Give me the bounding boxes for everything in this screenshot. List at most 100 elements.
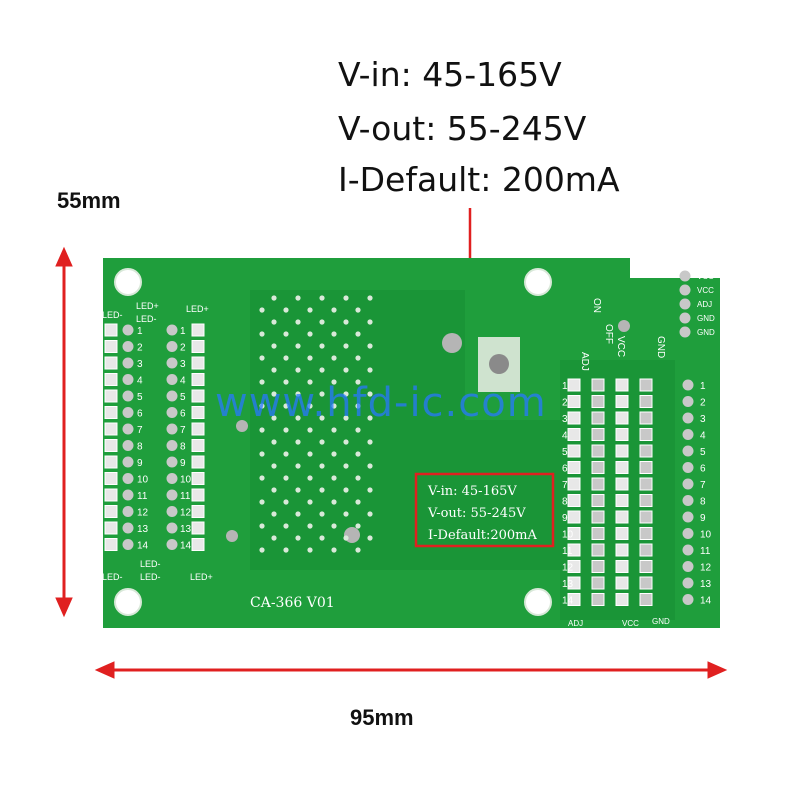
pad: [615, 494, 629, 507]
pad-hole: [122, 357, 134, 369]
label-vcc: VCC: [615, 336, 626, 357]
pad: [639, 593, 653, 606]
via: [319, 319, 325, 325]
pad: [615, 593, 629, 606]
via: [331, 403, 337, 409]
pad: [591, 378, 605, 392]
pad: [567, 494, 581, 507]
pin-number: 3: [700, 414, 706, 425]
pad: [639, 428, 653, 441]
via: [319, 343, 325, 349]
pin-number: 14: [180, 541, 192, 552]
pad: [639, 494, 653, 507]
pin-number: 12: [562, 563, 574, 574]
via: [343, 367, 349, 373]
pad: [639, 444, 653, 458]
pad: [104, 373, 118, 386]
pad: [191, 505, 205, 518]
pad: [567, 560, 581, 573]
via: [343, 535, 349, 541]
pad: [191, 389, 205, 403]
pad: [567, 593, 581, 606]
via: [355, 307, 361, 313]
via: [283, 379, 289, 385]
via: [295, 415, 301, 421]
via: [319, 535, 325, 541]
via: [367, 487, 373, 493]
pad-hole: [122, 407, 134, 418]
via: [283, 403, 289, 409]
pad: [104, 439, 118, 452]
width-dimension-label: 95mm: [350, 705, 414, 730]
label-led-minus-side: LED-: [102, 310, 123, 320]
pad-hole: [122, 473, 134, 484]
pin-number: 12: [180, 508, 192, 519]
pad: [591, 477, 605, 491]
pin-number: 13: [700, 579, 712, 590]
pin-number: 11: [562, 546, 573, 557]
pad-hole: [682, 511, 694, 523]
via: [367, 367, 373, 373]
via: [331, 355, 337, 361]
pad-hole: [122, 506, 134, 517]
pin-number: 4: [137, 376, 143, 387]
pin-number: 10: [180, 475, 192, 486]
via: [331, 307, 337, 313]
via: [367, 343, 373, 349]
via: [283, 475, 289, 481]
label-off: OFF: [603, 324, 614, 344]
via: [271, 439, 277, 445]
via: [295, 367, 301, 373]
pad-hole: [682, 429, 694, 440]
height-dimension-label: 55mm: [57, 188, 121, 213]
pin-number: 3: [180, 359, 186, 370]
header-label: ADJ: [697, 300, 712, 309]
pad-hole: [682, 379, 694, 391]
via: [271, 295, 277, 301]
label-led-minus-bottom1: LED-: [140, 559, 161, 569]
header-pin: [679, 270, 691, 282]
via: [295, 343, 301, 349]
pin-number: 5: [562, 447, 568, 458]
label-led-plus-bottom: LED+: [190, 572, 213, 582]
via: [271, 391, 277, 397]
via: [367, 295, 373, 301]
pad: [104, 356, 118, 370]
via: [271, 319, 277, 325]
header-pin: [679, 312, 691, 324]
via: [259, 331, 265, 337]
pin-number: 12: [700, 563, 712, 574]
pad: [615, 560, 629, 573]
via: [271, 511, 277, 517]
via: [367, 391, 373, 397]
via: [259, 403, 265, 409]
label-led-plus-top: LED+: [136, 301, 159, 311]
pad: [191, 356, 205, 370]
pin-number: 3: [137, 359, 143, 370]
pad-hole: [166, 473, 178, 484]
pin-number: 2: [562, 398, 568, 409]
label-led-plus-right: LED+: [186, 304, 209, 314]
pad: [591, 494, 605, 507]
via: [295, 319, 301, 325]
pin-number: 9: [180, 458, 186, 469]
pad: [567, 543, 581, 557]
via: [355, 427, 361, 433]
pad: [191, 439, 205, 452]
pad: [639, 527, 653, 540]
pad: [104, 323, 118, 337]
pad: [591, 428, 605, 441]
pin-number: 3: [562, 414, 568, 425]
pad: [591, 527, 605, 540]
via: [319, 391, 325, 397]
pad: [615, 477, 629, 491]
pad: [591, 411, 605, 425]
watermark: www.hfd-ic.com: [215, 380, 547, 426]
pad: [191, 323, 205, 337]
pad-hole: [166, 440, 178, 451]
via: [307, 547, 313, 553]
label-adj: ADJ: [579, 352, 590, 371]
via: [283, 499, 289, 505]
pin-number: 6: [562, 464, 568, 475]
pad-hole: [166, 374, 178, 385]
